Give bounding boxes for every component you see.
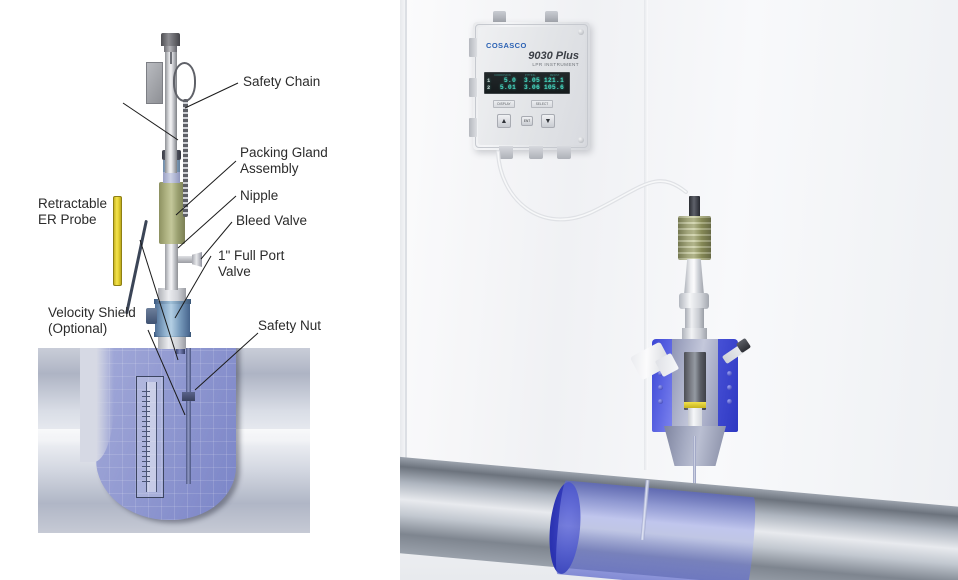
bleed-valve-body xyxy=(178,256,194,263)
label-safety-chain: Safety Chain xyxy=(243,74,321,89)
hex-fitting-render xyxy=(682,328,707,342)
door-hinge-bottom xyxy=(469,118,477,137)
valve-handle xyxy=(146,308,157,324)
conduit-lug-top-right xyxy=(545,11,558,23)
wall-vertical-edge xyxy=(644,0,648,470)
enter-button[interactable]: ENT xyxy=(521,116,533,126)
lcd-channel-number: 2 xyxy=(487,84,491,91)
instrument-subtitle: LPR INSTRUMENT xyxy=(532,62,579,67)
conduit-lug-bottom-left xyxy=(499,146,513,159)
valve-lever-arm xyxy=(125,219,148,315)
gland-collar-upper xyxy=(163,172,180,183)
scroll-down-button[interactable]: ▼ xyxy=(541,114,555,128)
label-nipple: Nipple xyxy=(240,188,279,203)
lcd-value-pitting: 3.06 xyxy=(523,84,540,91)
fluid-cross-section xyxy=(80,348,236,520)
render-panel: COSASCO 9030 Plus LPR INSTRUMENT CORROSI… xyxy=(400,0,958,580)
conduit-lug-bottom-right xyxy=(557,146,571,159)
pipe-cutaway xyxy=(38,348,310,533)
lcd-value-corrosion: 5.0 xyxy=(503,77,516,84)
lcd-value-corrosion: 5.01 xyxy=(499,84,516,91)
probe-stem-render xyxy=(684,352,706,410)
valve-bolt xyxy=(727,385,732,390)
coupling-render xyxy=(679,293,709,309)
conduit-lug-top-left xyxy=(493,11,506,23)
conduit-lug-bottom-center xyxy=(529,146,543,159)
select-button-label: SELECT xyxy=(531,100,553,108)
signal-cable xyxy=(496,150,688,222)
safety-chain-anchor xyxy=(170,52,172,64)
lcd-value-resist: 105.6 xyxy=(543,84,564,91)
packing-gland-graphic xyxy=(159,182,185,244)
label-retractable-er-probe: Retractable ER Probe xyxy=(38,196,108,227)
bleed-valve-knob xyxy=(192,252,202,267)
packing-gland-render xyxy=(678,216,711,260)
probe-stem-in-pipe xyxy=(186,348,191,484)
probe-cable-connector xyxy=(689,196,700,218)
lcd-header-corrosion: CORROSION xyxy=(494,74,511,77)
lcd-header-resist: RESIST. xyxy=(549,74,560,77)
probe-top-cap xyxy=(161,33,180,46)
retractable-probe-assembly xyxy=(629,196,776,502)
lcd-row-channel-2: 2 5.01 3.06 105.6 xyxy=(487,84,567,91)
velocity-shield-graphic xyxy=(136,376,164,498)
lcd-value-pitting: 3.05 xyxy=(523,77,540,84)
wall-left-face xyxy=(400,0,407,580)
door-hinge-top xyxy=(469,38,477,57)
lcd-channel-number: 1 xyxy=(487,77,491,84)
label-full-port-valve: 1" Full Port Valve xyxy=(218,248,285,279)
yellow-seal-band xyxy=(684,402,706,408)
lower-nipple-render xyxy=(685,308,704,330)
lcd-column-headers: CORROSION PITTING RESIST. xyxy=(487,74,567,77)
identification-tag-plate xyxy=(146,62,163,104)
safety-chain-graphic xyxy=(183,99,188,217)
cover-screw-bottom-right xyxy=(578,137,584,143)
valve-bolt xyxy=(658,399,663,404)
pipe-translucent-fluid xyxy=(553,480,758,580)
scroll-up-button[interactable]: ▲ xyxy=(497,114,511,128)
label-packing-gland-assembly: Packing Gland Assembly xyxy=(240,145,328,176)
upper-nipple-render xyxy=(684,259,704,295)
nipple-graphic xyxy=(165,244,178,290)
lcd-header-pitting: PITTING xyxy=(524,74,536,77)
lower-flange xyxy=(158,336,186,349)
line-diagram-panel: Safety Chain Packing Gland Assembly Nipp… xyxy=(0,0,400,580)
safety-nut-graphic xyxy=(182,392,195,401)
model-name: 9030 Plus xyxy=(528,50,579,62)
lcd-value-resist: 121.1 xyxy=(543,77,564,84)
full-port-valve-graphic xyxy=(155,300,190,336)
brand-logo: COSASCO xyxy=(486,41,527,50)
label-bleed-valve: Bleed Valve xyxy=(236,213,308,228)
valve-bolt xyxy=(727,399,732,404)
probe-element-into-pipe xyxy=(693,436,696,502)
valve-lever-grip xyxy=(113,196,122,286)
door-hinge-middle xyxy=(469,78,477,97)
label-safety-nut: Safety Nut xyxy=(258,318,322,333)
wall-corner-line xyxy=(405,0,407,580)
probe-element-coil xyxy=(142,391,150,483)
probe-cap-neck xyxy=(164,45,177,52)
valve-bolt xyxy=(727,371,732,376)
safety-chain-loop xyxy=(173,62,196,102)
display-button-label: DISPLAY xyxy=(493,100,515,108)
lcd-display: CORROSION PITTING RESIST. 1 5.0 3.05 121… xyxy=(484,72,570,94)
process-pipe-render xyxy=(400,432,958,580)
label-velocity-shield: Velocity Shield (Optional) xyxy=(48,305,136,336)
valve-bolt xyxy=(658,385,663,390)
cover-screw-top-right xyxy=(578,29,584,35)
lcd-row-channel-1: 1 5.0 3.05 121.1 xyxy=(487,77,567,84)
lpr-instrument-enclosure[interactable]: COSASCO 9030 Plus LPR INSTRUMENT CORROSI… xyxy=(469,11,590,159)
